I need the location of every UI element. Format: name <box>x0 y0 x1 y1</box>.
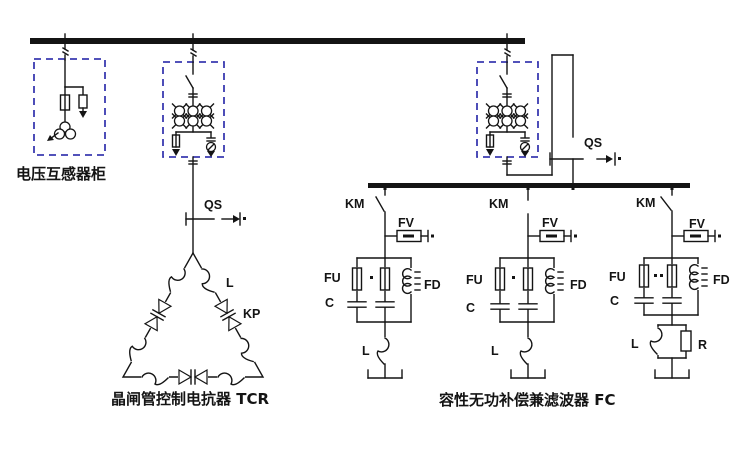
fd-label-1: FD <box>424 278 441 292</box>
capacitor-icon <box>517 303 539 310</box>
fuse-icon <box>378 266 392 292</box>
tcr-qs-disconnector <box>185 156 246 254</box>
reactor-icon <box>140 364 170 388</box>
capacitor-icon <box>374 301 396 308</box>
filter-branch-3 <box>633 187 722 379</box>
qs-label-tcr: QS <box>204 198 222 212</box>
km-switch-blade <box>660 196 672 211</box>
fuse-icon <box>521 266 535 292</box>
km-label-2: KM <box>489 197 508 211</box>
fuse-icon <box>350 266 364 292</box>
reactor-icon <box>647 326 671 356</box>
pt-cabinet <box>33 43 106 156</box>
thyristor-valve-icon <box>212 296 244 334</box>
km-label-1: KM <box>345 197 364 211</box>
pt-winding <box>64 128 77 140</box>
fu-label-3: FU <box>609 270 626 284</box>
fu-label-1: FU <box>324 271 341 285</box>
pt-cabinet-caption: 电压互感器柜 <box>16 165 106 183</box>
capacitor-icon <box>661 297 683 304</box>
discharge-coil-icon <box>401 267 421 295</box>
fd-label-3: FD <box>713 273 730 287</box>
fd-label-2: FD <box>570 278 587 292</box>
fc-incomer-cabinet <box>477 44 538 157</box>
fv-arrester-icon <box>384 229 435 243</box>
capacitor-icon <box>633 297 655 304</box>
fc-feeder <box>502 54 574 176</box>
fc-caption: 容性无功补偿兼滤波器 FC <box>438 391 615 409</box>
capacitor-icon <box>489 303 511 310</box>
c-label-3: C <box>610 294 619 308</box>
discharge-coil-icon <box>544 267 564 295</box>
c-label-1: C <box>325 296 334 310</box>
km-switch-blade <box>375 196 385 212</box>
fuse-icon <box>637 263 651 289</box>
tcr-incomer-cabinet <box>163 44 224 157</box>
tcr-delta <box>121 252 266 388</box>
fv-label-1: FV <box>398 216 415 230</box>
fv-label-3: FV <box>689 217 706 231</box>
fv-arrester-icon <box>671 229 722 243</box>
reactor-icon <box>517 336 541 366</box>
fv-arrester-icon <box>527 229 578 243</box>
reactor-icon <box>192 261 227 299</box>
reactor-icon <box>374 336 398 366</box>
kp-label: KP <box>243 307 260 321</box>
l-label-3: L <box>631 337 639 351</box>
capacitor-icon <box>346 301 368 308</box>
qs-label-fc: QS <box>584 136 602 150</box>
c-label-2: C <box>466 301 475 315</box>
fuse-icon <box>665 263 679 289</box>
reactor-icon <box>161 262 196 300</box>
reactor-icon <box>231 330 266 368</box>
fc-busbar <box>368 183 690 190</box>
thyristor-valve-icon <box>177 367 209 387</box>
fu-label-2: FU <box>466 273 483 287</box>
l-label-2: L <box>491 344 499 358</box>
fuse-icon <box>493 266 507 292</box>
main-busbar <box>30 33 525 44</box>
km-label-3: KM <box>636 196 655 210</box>
pt-arrester <box>78 94 88 109</box>
pt-winding <box>53 128 66 140</box>
r-label: R <box>698 338 707 352</box>
l-label-1: L <box>362 344 370 358</box>
reactor-icon <box>122 331 157 369</box>
fc-qs-disconnector <box>549 152 621 184</box>
thyristor-valve-icon <box>142 296 174 334</box>
filter-branch-1 <box>346 187 435 379</box>
fv-label-2: FV <box>542 216 559 230</box>
l-label-tcr: L <box>226 276 234 290</box>
reactor-icon <box>216 364 246 388</box>
resistor-icon <box>680 330 692 352</box>
discharge-coil-icon <box>688 263 708 291</box>
tcr-caption: 晶闸管控制电抗器 TCR <box>111 390 269 408</box>
filter-branch-2 <box>489 187 578 379</box>
diagram-labels: QS QS KM KM KM FV FV FV FU FU FU C C C F… <box>16 136 730 409</box>
